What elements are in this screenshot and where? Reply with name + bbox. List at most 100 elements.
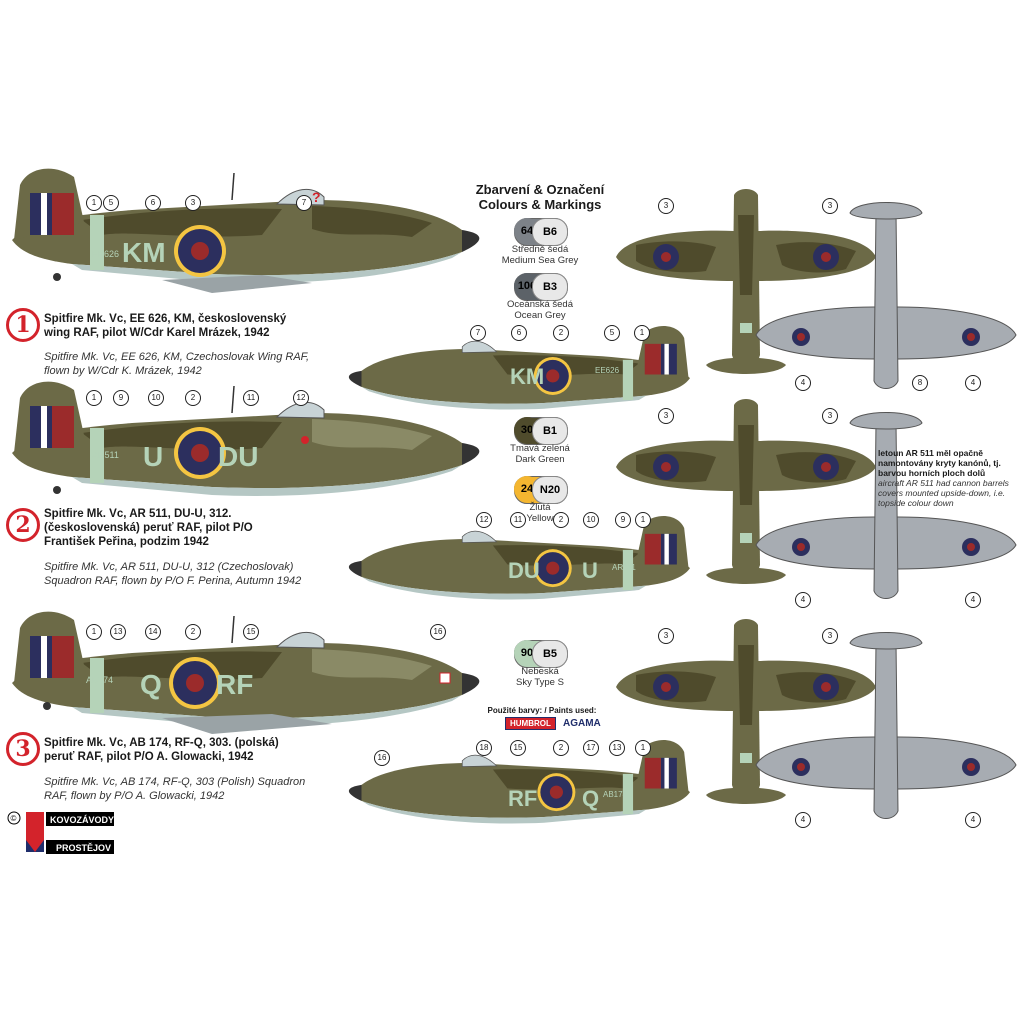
callout-top: 2	[185, 624, 201, 640]
callout-bottom: 2	[553, 325, 569, 341]
scheme1-code-left: KM	[122, 237, 166, 268]
callout-top: 13	[110, 624, 126, 640]
scheme3-serial-left: AB174	[86, 675, 113, 685]
callout-planform: 3	[658, 198, 674, 214]
swatch-name-en: Ocean Grey	[514, 310, 566, 321]
swatch-name-cz: Oceánská šedá	[506, 299, 573, 310]
scheme3-side-right	[348, 740, 690, 824]
unknown-marker: ?	[312, 189, 321, 205]
swatch-name-cz: Nebeská	[521, 666, 559, 677]
paints-used-label: Použité barvy: / Paints used:	[487, 706, 597, 715]
kovozavody-logo: © KOVOZÁVODY PROSTĚJOV	[6, 810, 116, 861]
swatch-name-en: Dark Green	[515, 454, 565, 465]
scheme3-title-en: Spitfire Mk. Vc, AB 174, RF-Q, 303 (Poli…	[44, 776, 306, 802]
callout-planform: 3	[658, 628, 674, 644]
scheme1-badge: 1	[6, 308, 40, 342]
scheme3-code-left-a: Q	[140, 669, 162, 700]
planform-top-2	[616, 399, 876, 584]
callout-planform: 4	[965, 812, 981, 828]
callout-top: 5	[103, 195, 119, 211]
callout-top: 6	[145, 195, 161, 211]
ar511-note: letoun AR 511 měl opačně namontovány kry…	[878, 448, 1018, 508]
svg-text:KOVOZÁVODY: KOVOZÁVODY	[50, 815, 114, 825]
callout-bottom: 10	[583, 512, 599, 528]
svg-text:©: ©	[11, 814, 17, 823]
swatch-name-cz: Středně šedá	[511, 244, 569, 255]
planform-bottom-2	[755, 412, 1017, 599]
scheme2-code-right-a: DU	[508, 558, 540, 583]
callout-top: 15	[243, 624, 259, 640]
swatch-name-cz: Žlutá	[529, 502, 551, 513]
swatch-alt: N20	[532, 476, 568, 504]
colours-header: Zbarvení & Označení Colours & Markings	[440, 182, 640, 212]
callout-bottom: 15	[510, 740, 526, 756]
scheme1-side-left: KM EE626	[12, 168, 480, 293]
swatch-alt: B6	[532, 218, 568, 246]
scheme2-side-right	[348, 516, 690, 600]
swatch-name-cz: Tmavá zelená	[510, 443, 570, 454]
callout-planform: 3	[822, 198, 838, 214]
callout-top: 1	[86, 390, 102, 406]
scheme1-title-cz: Spitfire Mk. Vc, EE 626, KM, českosloven…	[44, 313, 287, 339]
callout-top: 9	[113, 390, 129, 406]
agama-logo: AGAMA	[563, 718, 601, 729]
scheme1-title-en: Spitfire Mk. Vc, EE 626, KM, Czechoslova…	[44, 351, 310, 377]
scheme3-badge: 3	[6, 732, 40, 766]
callout-top: 7	[296, 195, 312, 211]
callout-top: 1	[86, 195, 102, 211]
scheme3-title-cz: Spitfire Mk. Vc, AB 174, RF-Q, 303. (pol…	[44, 737, 279, 763]
callout-planform: 4	[965, 375, 981, 391]
callout-bottom: 18	[476, 740, 492, 756]
planform-bottom-3	[755, 632, 1017, 819]
callout-planform: 3	[822, 628, 838, 644]
callout-bottom: 17	[583, 740, 599, 756]
swatch-name-en: Yellow	[526, 513, 554, 524]
callout-top: 11	[243, 390, 259, 406]
planform-top-1	[616, 189, 876, 374]
scheme2-code-left-a: U	[143, 441, 163, 472]
scheme2-serial-right: AR511	[612, 563, 636, 572]
callout-top: 12	[293, 390, 309, 406]
callout-planform: 4	[795, 592, 811, 608]
callout-planform: 4	[795, 812, 811, 828]
swatch-alt: B3	[532, 273, 568, 301]
scheme2-side-left	[12, 381, 480, 496]
scheme2-badge: 2	[6, 508, 40, 542]
scheme2-code-left-b: DU	[218, 441, 258, 472]
scheme2-title-en: Spitfire Mk. Vc, AR 511, DU-U, 312 (Czec…	[44, 561, 302, 587]
humbrol-logo: HUMBROL	[505, 717, 556, 730]
colours-header-cz: Zbarvení & Označení	[475, 182, 605, 197]
colours-header-en: Colours & Markings	[478, 197, 602, 212]
callout-bottom: 1	[635, 512, 651, 528]
callout-top: 14	[145, 624, 161, 640]
ar511-note-en: aircraft AR 511 had cannon barrels cover…	[878, 478, 1009, 508]
callout-bottom: 6	[511, 325, 527, 341]
scheme3-code-right-b: Q	[582, 786, 599, 811]
planform-bottom-1	[755, 202, 1017, 389]
swatch-alt: B1	[532, 417, 568, 445]
planform-top-3	[616, 619, 876, 804]
callout-top: 16	[430, 624, 446, 640]
callout-bottom: 9	[615, 512, 631, 528]
scheme1-side-right	[348, 326, 690, 410]
callout-planform: 3	[822, 408, 838, 424]
callout-top: 2	[185, 390, 201, 406]
callout-top: 1	[86, 624, 102, 640]
callout-bottom: 7	[470, 325, 486, 341]
callout-tail: 8	[912, 375, 928, 391]
callout-planform: 4	[795, 375, 811, 391]
scheme3-code-left-b: RF	[216, 669, 253, 700]
scheme1-serial-left: EE626	[92, 249, 119, 259]
svg-text:PROSTĚJOV: PROSTĚJOV	[56, 842, 111, 853]
planforms	[616, 189, 1017, 819]
scheme3-serial-right: AB174	[603, 790, 628, 799]
